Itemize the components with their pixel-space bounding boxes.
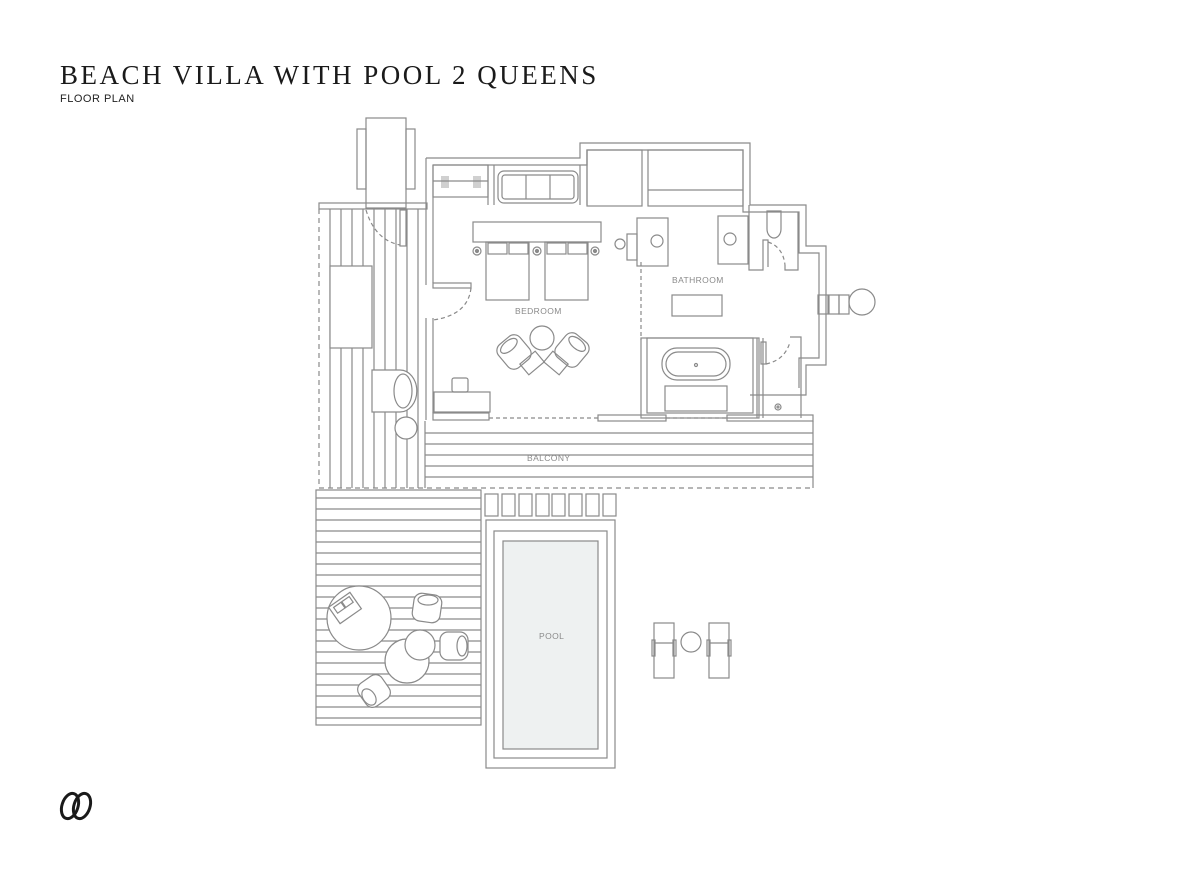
label-bathroom: BATHROOM bbox=[672, 275, 724, 285]
label-balcony: BALCONY bbox=[527, 453, 570, 463]
pool-terrace-deck bbox=[315, 489, 482, 726]
plan-subtitle: FLOOR PLAN bbox=[60, 93, 135, 105]
bedroom-door bbox=[432, 282, 472, 321]
pool-steps bbox=[484, 493, 617, 517]
plan-title: BEACH VILLA WITH POOL 2 QUEENS bbox=[60, 60, 599, 90]
vanity-sinks-icon bbox=[626, 215, 749, 267]
sun-loungers-icon bbox=[651, 622, 732, 679]
side-deck bbox=[318, 202, 813, 489]
shower-icon bbox=[756, 336, 802, 418]
bathroom-bench-icon bbox=[671, 294, 723, 317]
toilet-icon bbox=[748, 205, 799, 271]
label-bedroom: BEDROOM bbox=[515, 306, 562, 316]
sliding-doors bbox=[432, 412, 814, 422]
entry-lounger-icon bbox=[356, 117, 416, 209]
queen-beds-icon bbox=[472, 221, 602, 301]
bedroom-armchairs-icon bbox=[496, 325, 590, 376]
label-pool: POOL bbox=[539, 631, 564, 641]
bathtub-icon bbox=[640, 337, 760, 419]
sofa-icon bbox=[497, 170, 579, 204]
desk-icon bbox=[433, 377, 491, 413]
pool bbox=[485, 519, 616, 769]
interlocking-rings-logo-icon bbox=[59, 791, 93, 821]
balcony-deck bbox=[424, 421, 814, 488]
building-walls bbox=[425, 142, 827, 420]
outdoor-steps-icon bbox=[817, 288, 876, 316]
